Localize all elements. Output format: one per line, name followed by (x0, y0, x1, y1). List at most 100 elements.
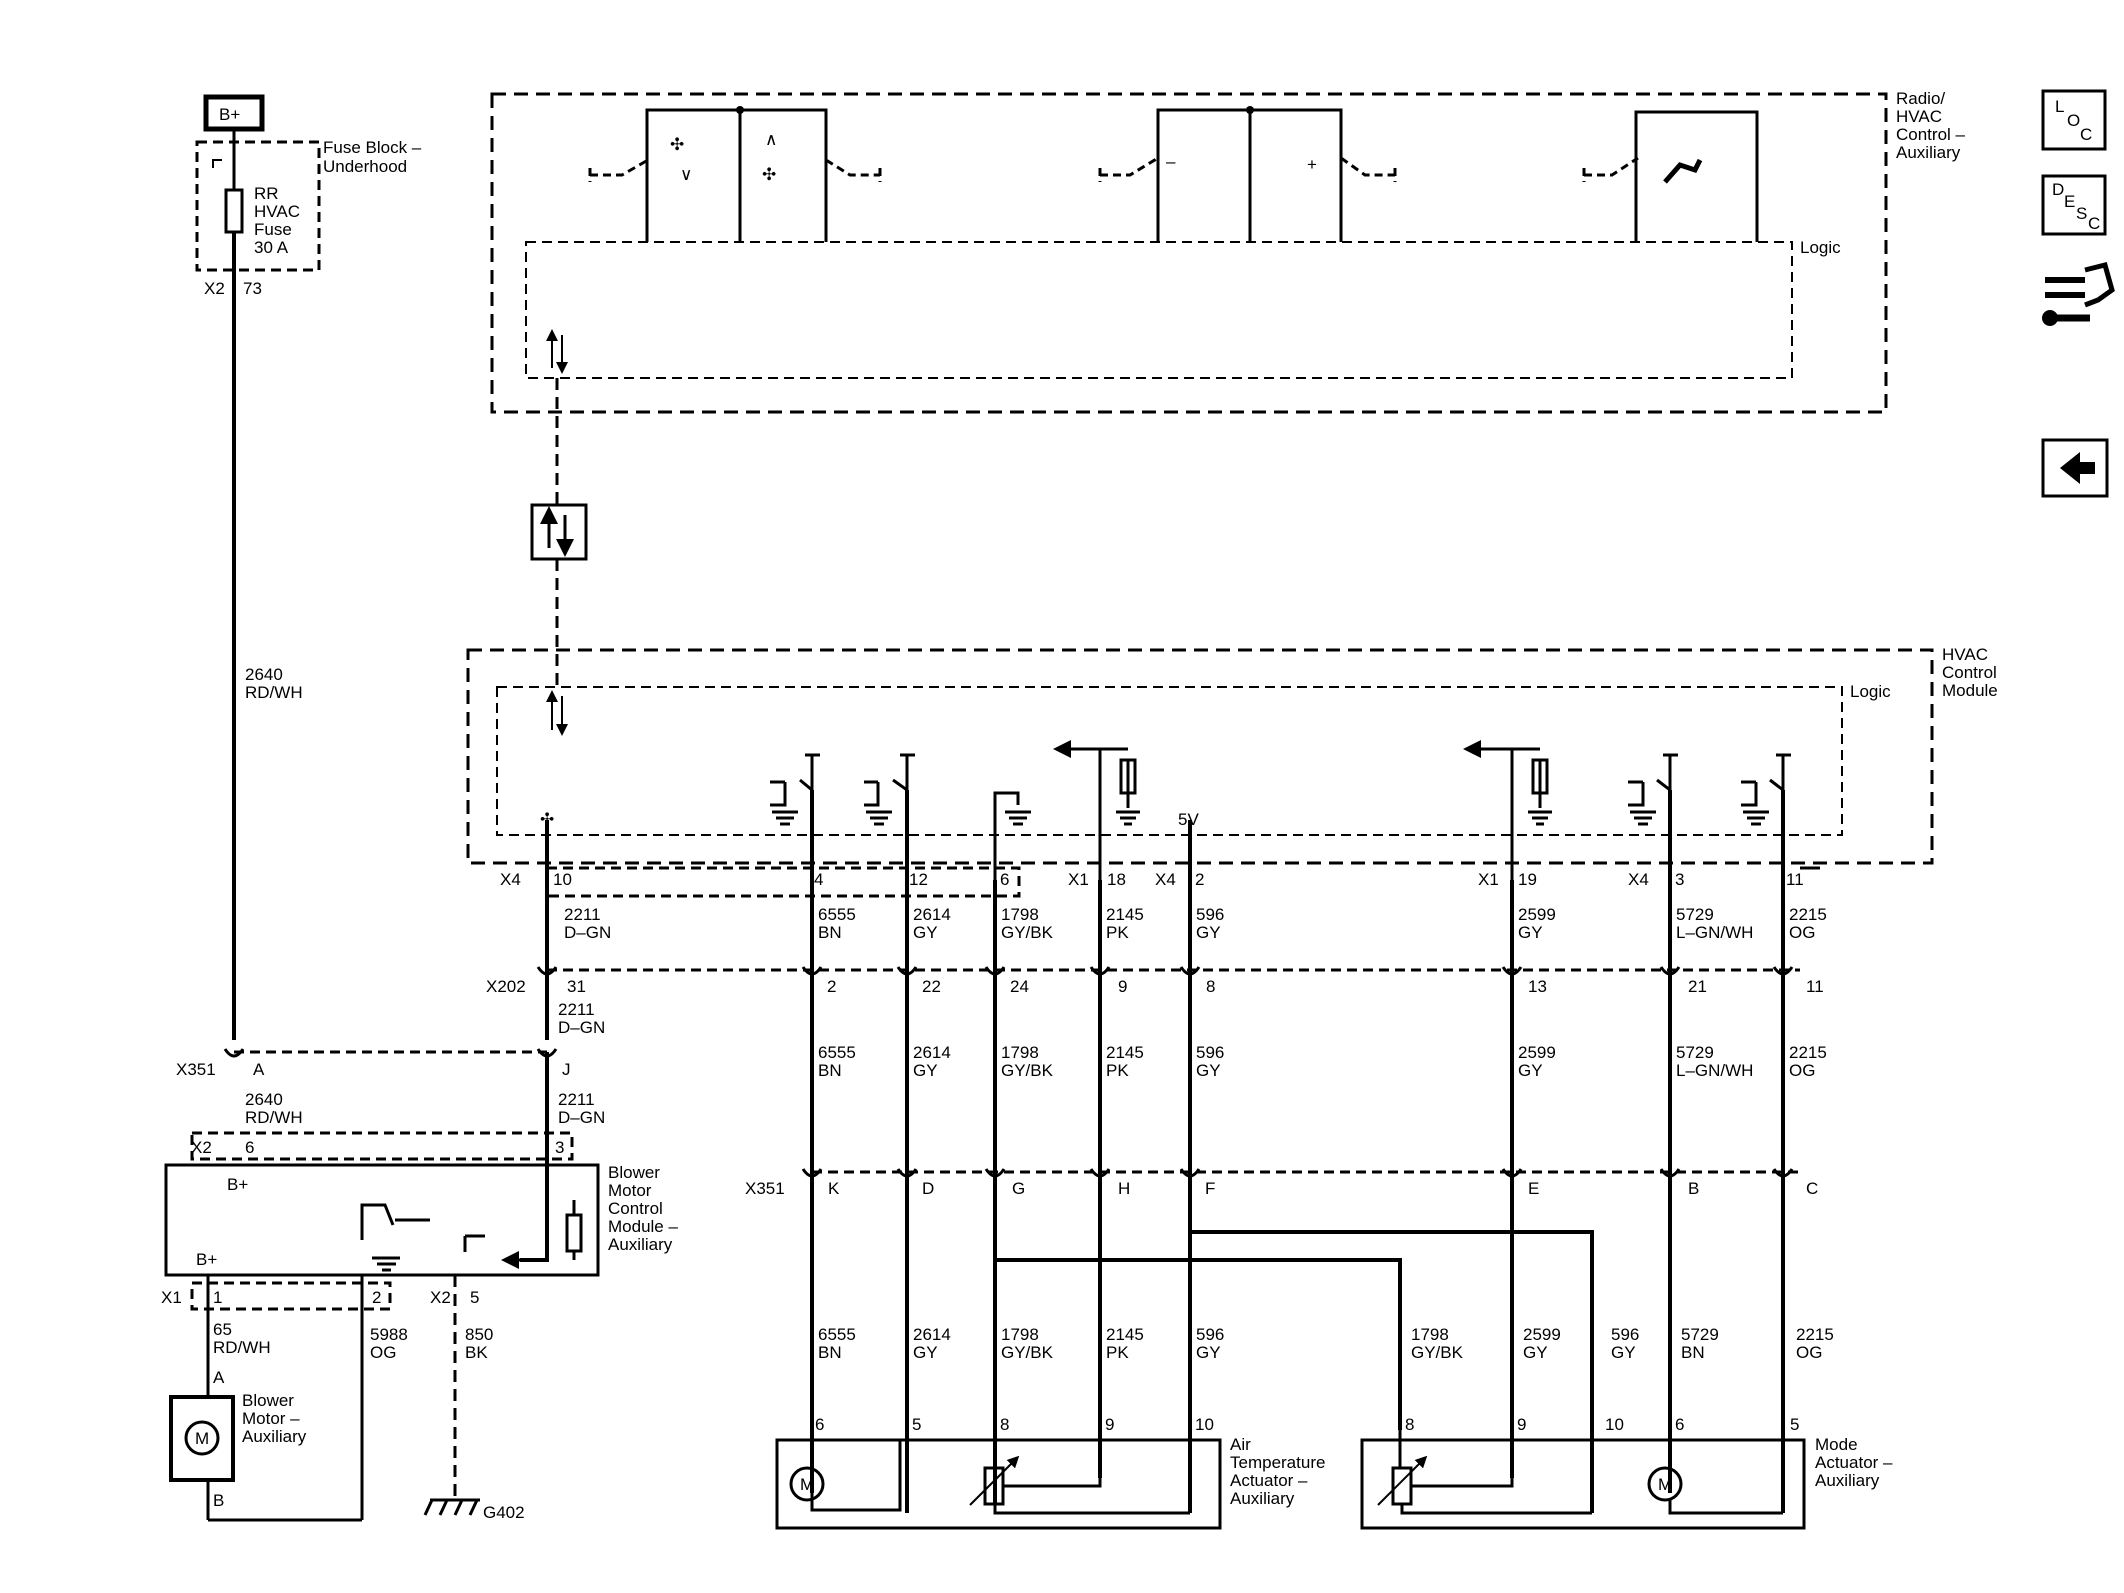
mode-actuator-name-3: Auxiliary (1815, 1471, 1880, 1490)
radio-name-3: Control – (1896, 125, 1966, 144)
loc-button[interactable]: L O C (2041, 89, 2107, 151)
x351-pin-e: E (1528, 1179, 1539, 1198)
wire-top-circuit-5: 596 (1196, 905, 1224, 924)
chevron-down-icon: ∨ (680, 165, 692, 184)
wire-top-circuit-3: 1798 (1001, 905, 1039, 924)
hvac-control-module: HVAC Control Module Logic ✣ 5V X4 10 4 1… (466, 645, 1998, 898)
hvac-conn-x1-a: X1 (1068, 870, 1089, 889)
serial-data-icon (530, 503, 588, 561)
wire-labels-top: 2211D–GN6555BN2614GY1798GY/BK2145PK596GY… (564, 905, 1827, 942)
hvac-conn-x4-b: X4 (1155, 870, 1176, 889)
x351-pin-b: B (1688, 1179, 1699, 1198)
mode-actuator-pin-8: 8 (1405, 1415, 1414, 1434)
bmcm-conn-x1: X1 (161, 1288, 182, 1307)
x351-left-terminal-1 (536, 1048, 558, 1058)
wire-mid-circuit-2: 1798 (1001, 1043, 1039, 1062)
radio-name-4: Auxiliary (1896, 143, 1961, 162)
x351-pin-c: C (1806, 1179, 1818, 1198)
blower-motor-name-3: Auxiliary (242, 1427, 307, 1446)
bmcm-pin-2: 2 (372, 1288, 381, 1307)
bmcm-name-5: Auxiliary (608, 1235, 673, 1254)
wire-top-color-4: PK (1106, 923, 1129, 942)
wire-mid-circuit-3: 2145 (1106, 1043, 1144, 1062)
wire-bottom-circuit-8: 5729 (1681, 1325, 1719, 1344)
x202-pin-8: 8 (1206, 977, 1215, 996)
x351-pin-f: F (1205, 1179, 1215, 1198)
x351-right-terminal-0 (801, 1168, 823, 1178)
fuse-pin: 73 (243, 279, 262, 298)
connector-tool-icon[interactable] (2042, 261, 2115, 326)
hvac-pin-12: 12 (909, 870, 928, 889)
x202-pin-22: 22 (922, 977, 941, 996)
air-actuator-name-1: Air (1230, 1435, 1251, 1454)
wire-top-color-3: GY/BK (1001, 923, 1054, 942)
wire-5988-color: OG (370, 1343, 396, 1362)
bmcm-pin-5: 5 (470, 1288, 479, 1307)
fuse-block-label-1: Fuse Block – (323, 138, 422, 157)
x351-right-terminal-2 (984, 1168, 1006, 1178)
x351-pin-a: A (253, 1060, 265, 1079)
fuse-label-1: RR (254, 184, 279, 203)
fuse-connector: X2 (204, 279, 225, 298)
fuse-symbol (224, 188, 244, 234)
wire-mid-color-2: GY/BK (1001, 1061, 1054, 1080)
wire-2640-circuit-low: 2640 (245, 1090, 283, 1109)
bmcm-name-3: Control (608, 1199, 663, 1218)
x351-pin-k: K (828, 1179, 840, 1198)
blower-motor-control-module: X2 6 3 B+ B+ Blower Motor Control Module… (161, 1052, 678, 1311)
hvac-name-2: Control (1942, 663, 1997, 682)
blower-motor: A M B Blower Motor – Auxiliary (169, 1368, 307, 1510)
wire-top-color-7: L–GN/WH (1676, 923, 1753, 942)
wire-mid-circuit-6: 5729 (1676, 1043, 1714, 1062)
wire-2640-color-low: RD/WH (245, 1108, 303, 1127)
air-actuator-name-3: Actuator – (1230, 1471, 1308, 1490)
desc-letter-s: S (2076, 204, 2087, 223)
wire-bottom-circuit-2: 1798 (1001, 1325, 1039, 1344)
back-button[interactable] (2041, 438, 2109, 498)
x351-label-right: X351 (745, 1179, 785, 1198)
bmcm-bplus-bottom: B+ (196, 1250, 217, 1269)
x202-terminal-7 (1659, 966, 1681, 976)
x351-right-terminal-7 (1772, 1168, 1794, 1178)
air-temperature-actuator: M 6 5 8 9 10 Air Temperature Actuator – … (775, 1415, 1325, 1530)
loc-letter-o: O (2067, 111, 2080, 130)
x351-label-left: X351 (176, 1060, 216, 1079)
desc-letter-c: C (2088, 214, 2100, 233)
desc-button[interactable]: D E S C (2041, 174, 2107, 236)
x202-pin-11: 11 (1806, 977, 1824, 996)
feed-wire-circuit: 2640 (245, 665, 283, 684)
wire-bottom-color-5: GY/BK (1411, 1343, 1464, 1362)
radio-name-2: HVAC (1896, 107, 1942, 126)
x202-terminal-5 (1179, 966, 1201, 976)
x202-pin-21: 21 (1688, 977, 1707, 996)
wire-bottom-circuit-4: 596 (1196, 1325, 1224, 1344)
wire-mid-circuit-7: 2215 (1789, 1043, 1827, 1062)
blower-motor-name-2: Motor – (242, 1409, 300, 1428)
wire-bottom-circuit-5: 1798 (1411, 1325, 1449, 1344)
wire-bottom-circuit-0: 6555 (818, 1325, 856, 1344)
wire-mid-circuit-4: 596 (1196, 1043, 1224, 1062)
x351-right-terminal-1 (896, 1168, 918, 1178)
wire-bottom-color-9: OG (1796, 1343, 1822, 1362)
wire-mid-color-1: GY (913, 1061, 938, 1080)
hvac-pin-4: 4 (814, 870, 823, 889)
wire-bottom-color-6: GY (1523, 1343, 1548, 1362)
x351-right-terminal-6 (1659, 1168, 1681, 1178)
hvac-pin-10: 10 (553, 870, 572, 889)
connector-terminals (223, 966, 1794, 1178)
x202-pin-24: 24 (1010, 977, 1029, 996)
mode-actuator-name-1: Mode (1815, 1435, 1858, 1454)
hvac-pin-19: 19 (1518, 870, 1537, 889)
x202-terminal-4 (1089, 966, 1111, 976)
feed-wire-color: RD/WH (245, 683, 303, 702)
hvac-conn-x4-a: X4 (500, 870, 521, 889)
wire-top-circuit-6: 2599 (1518, 905, 1556, 924)
x351-right-terminal-4 (1179, 1168, 1201, 1178)
x202-terminal-2 (896, 966, 918, 976)
blower-motor-name-1: Blower (242, 1391, 294, 1410)
fan-up-icon: ✣ (762, 165, 776, 184)
wire-top-color-6: GY (1518, 923, 1543, 942)
wire-bottom-color-8: BN (1681, 1343, 1705, 1362)
loc-letter-c: C (2080, 125, 2092, 144)
wire-bottom-circuit-9: 2215 (1796, 1325, 1834, 1344)
